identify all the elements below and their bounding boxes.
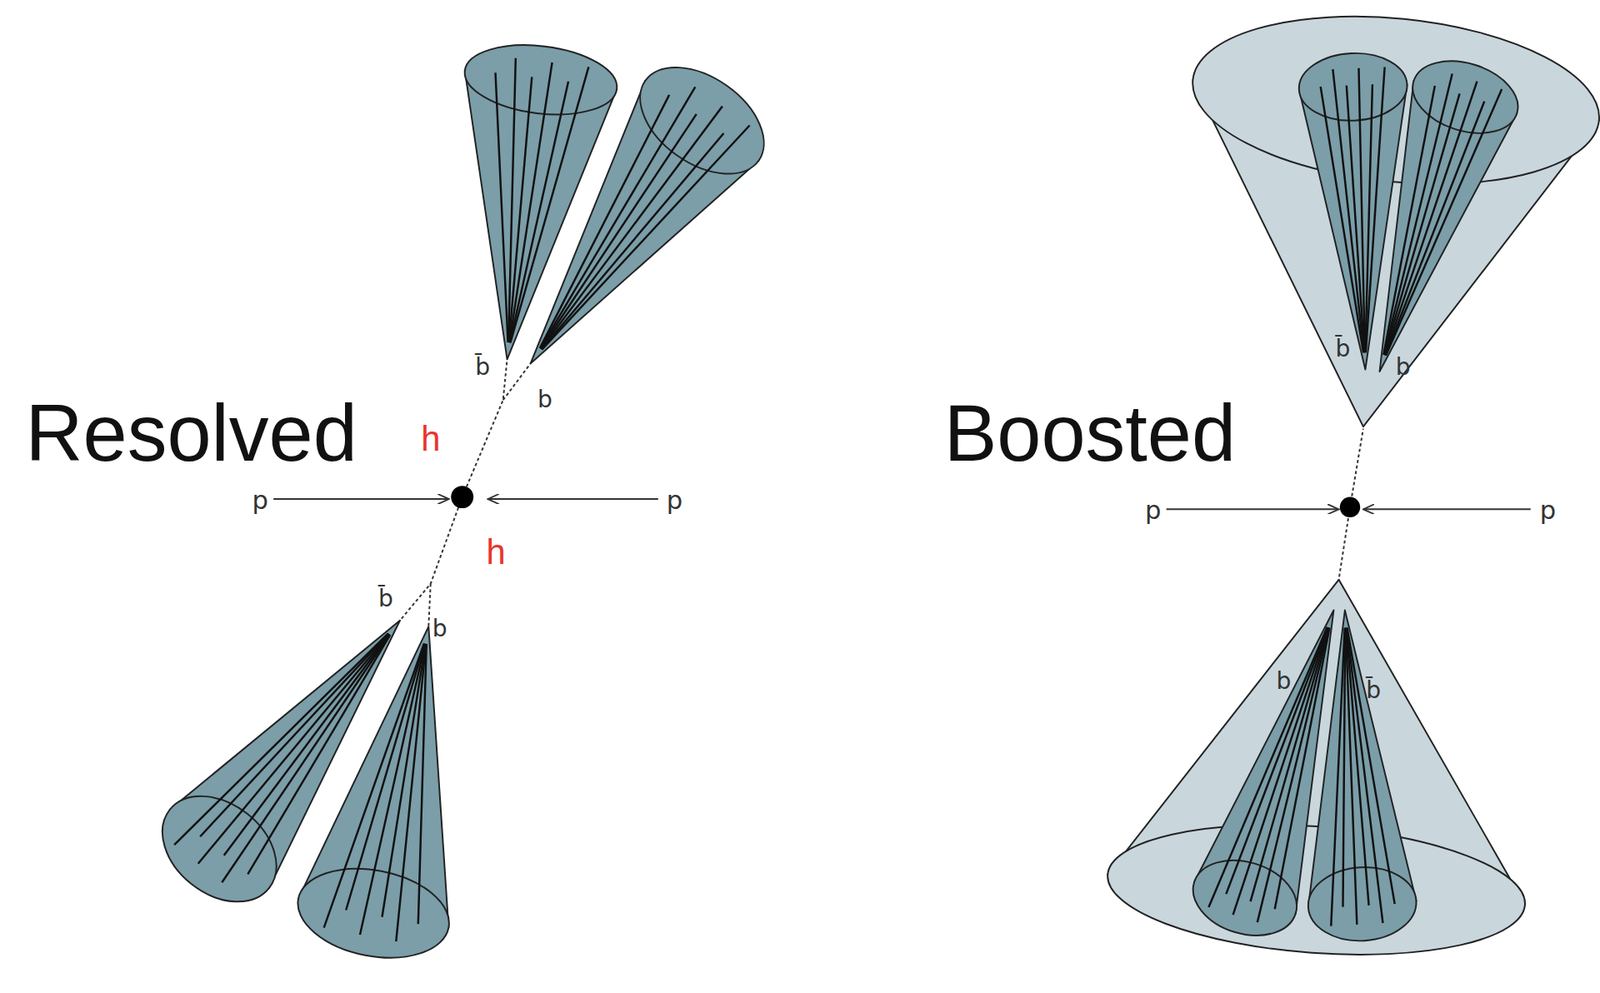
cone-mouth [1183, 848, 1306, 948]
jet-cone [1380, 49, 1528, 372]
particle-track [541, 133, 725, 350]
particle-track [1320, 86, 1364, 353]
cone-mouth [1103, 811, 1530, 969]
particle-track [1208, 627, 1327, 908]
particle-track [1330, 628, 1345, 927]
beam-label: p [666, 488, 683, 515]
cone-mouth [1305, 864, 1419, 945]
beam-label: p [1145, 498, 1161, 525]
particle-track [540, 86, 695, 349]
particle-track [1385, 81, 1477, 356]
regime-title: Resolved [25, 394, 358, 475]
jet-cone [1185, 0, 1600, 427]
proton-arrow [273, 498, 450, 500]
cone-mouth [1297, 50, 1409, 123]
quark-label: b [432, 617, 448, 641]
quark-label: b̄ [1365, 679, 1381, 703]
interaction-point [1340, 497, 1360, 518]
beam-label: p [252, 488, 269, 515]
quark-label: b [537, 388, 553, 412]
particle-track [495, 72, 509, 343]
cone-mouth [1403, 49, 1527, 146]
particle-track [324, 643, 425, 928]
interaction-point [450, 485, 474, 509]
quark-label: b̄ [475, 355, 490, 380]
jet-cone [290, 626, 457, 970]
decay-lines [400, 359, 1364, 627]
quark-label: b̄ [378, 587, 394, 611]
proton-arrow [1166, 508, 1340, 510]
particle-track [1345, 628, 1369, 906]
particle-track [1385, 101, 1485, 356]
proton-arrow [487, 498, 658, 500]
particle-track [360, 644, 425, 935]
proton-arrow [1363, 508, 1531, 510]
particle-track [509, 62, 552, 343]
cone-mouth [460, 37, 621, 123]
quark-label: b [1395, 355, 1411, 380]
particle-label: h [486, 535, 506, 570]
particle-track [1225, 627, 1328, 895]
particle-track [1345, 628, 1358, 925]
jet-cone [1103, 580, 1530, 969]
regime-title: Boosted [944, 394, 1236, 475]
particle-track [1383, 85, 1435, 355]
particle-track [1385, 89, 1502, 356]
particle-track [382, 644, 426, 918]
jet-cone [530, 45, 784, 364]
beam-label: p [1540, 498, 1556, 525]
particle-track [1365, 66, 1385, 353]
particle-track [540, 105, 723, 349]
particle-track [540, 114, 697, 350]
cone-mouth [141, 775, 297, 925]
particle-track [1384, 73, 1453, 355]
particle-track [1384, 93, 1460, 355]
particle-track [345, 644, 425, 911]
particle-track [509, 76, 533, 343]
particle-track [1358, 68, 1365, 353]
particle-label: h [420, 421, 440, 457]
jet-cone [1305, 610, 1419, 945]
particle-track [541, 125, 750, 350]
quark-label: b̄ [1335, 337, 1350, 361]
quark-label: b [1275, 670, 1291, 694]
